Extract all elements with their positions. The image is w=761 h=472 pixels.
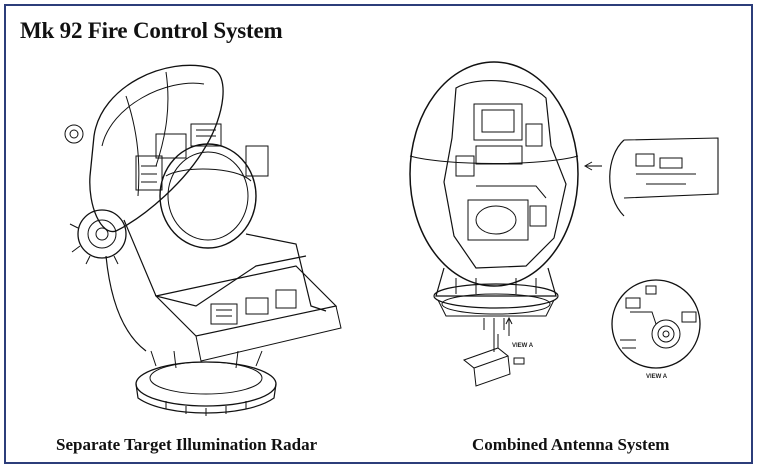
caption-combined-antenna-system: Combined Antenna System [472,435,670,454]
combined-antenna-system-drawing [410,62,718,386]
target-illumination-radar-drawing [65,65,341,416]
view-a-pointer-label: VIEW A [512,343,534,349]
figure-title: Mk 92 Fire Control System [20,18,283,43]
figure-frame: Mk 92 Fire Control System [4,4,753,464]
view-a-detail-label: VIEW A [646,374,668,380]
illustration-canvas [6,6,755,466]
caption-target-illumination-radar: Separate Target Illumination Radar [56,435,318,454]
